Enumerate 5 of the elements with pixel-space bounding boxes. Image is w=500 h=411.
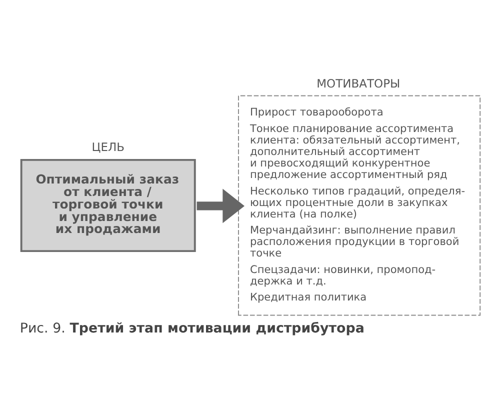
node-label: МОТИВАТОРЫ [316, 76, 400, 91]
node-label: ЦЕЛЬ [92, 140, 125, 154]
node-box: Прирост товарооборота Тонкое планирование ассортимента клиента: обязательный ассортимент, дополнительный ассортимент и превосходящий конкурентное предложение ассортиментный ряд Несколько типов градаций, определя- ющих процентные доли в закупках клиента (на полке) Мерчандайзинг: выполнение правил расположения продукции в торговой точке Спецзадачи: новинки, промопод- держка и т.д. Кредитная политика [238, 95, 481, 316]
arrow [196, 188, 245, 224]
caption: Рис. 9. Третий этап мотивации дистрибутора [20, 322, 364, 337]
